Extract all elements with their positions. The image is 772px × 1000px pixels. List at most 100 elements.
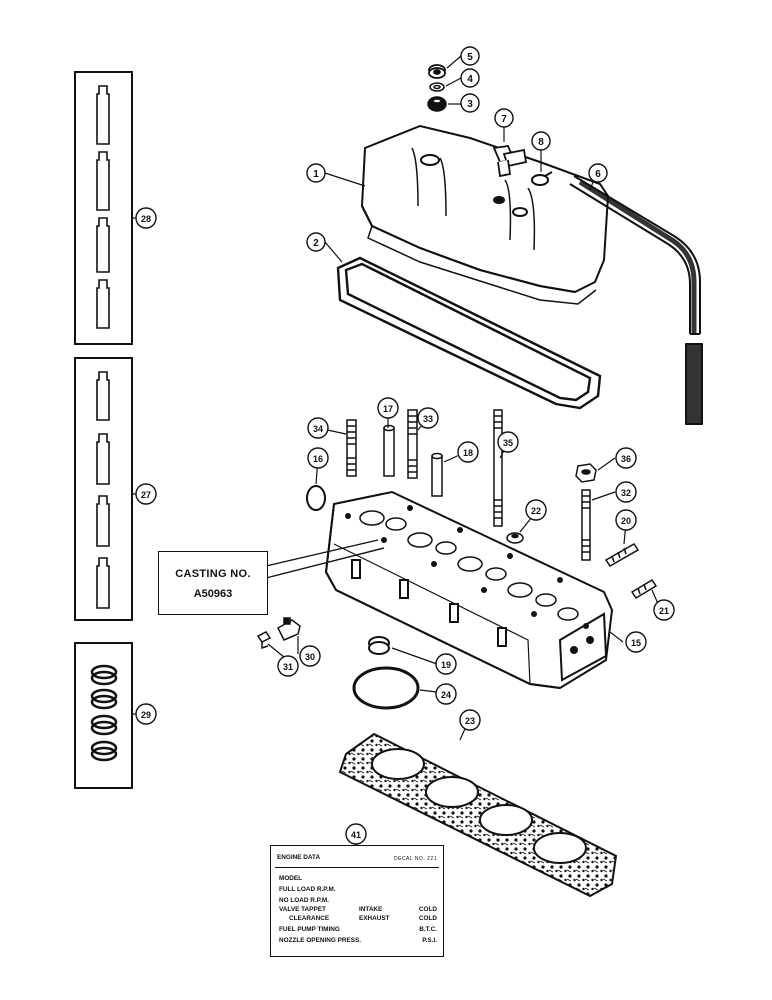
decal-row-label: NO LOAD R.P.M. bbox=[279, 897, 329, 904]
svg-text:19: 19 bbox=[441, 660, 451, 670]
svg-text:16: 16 bbox=[313, 454, 323, 464]
svg-text:7: 7 bbox=[501, 114, 507, 125]
cylinder-head-15 bbox=[324, 490, 614, 690]
decal-row: VALVE TAPPET INTAKE COLD bbox=[279, 906, 437, 917]
callout-35: 35 bbox=[497, 431, 519, 453]
svg-text:2: 2 bbox=[313, 238, 319, 249]
o-ring-24 bbox=[352, 666, 420, 710]
svg-text:17: 17 bbox=[383, 404, 393, 414]
callout-6: 6 bbox=[588, 163, 608, 183]
svg-text:24: 24 bbox=[441, 690, 451, 700]
svg-text:15: 15 bbox=[631, 638, 641, 648]
callout-34: 34 bbox=[307, 417, 329, 439]
callout-5: 5 bbox=[460, 46, 480, 66]
nut-22 bbox=[506, 532, 524, 544]
dowel-18 bbox=[431, 452, 443, 497]
callout-16: 16 bbox=[307, 447, 329, 469]
decal-row-label: MODEL bbox=[279, 875, 303, 882]
callout-20: 20 bbox=[615, 509, 637, 531]
svg-text:6: 6 bbox=[595, 169, 601, 180]
box-28-valve-guides bbox=[74, 71, 133, 345]
seal-ring-19 bbox=[368, 636, 390, 655]
callout-24: 24 bbox=[435, 683, 457, 705]
svg-text:18: 18 bbox=[463, 448, 473, 458]
callout-4: 4 bbox=[460, 68, 480, 88]
decal-row: FULL LOAD R.P.M. bbox=[279, 886, 437, 897]
callout-15: 15 bbox=[625, 631, 647, 653]
svg-text:4: 4 bbox=[467, 74, 473, 85]
callout-2: 2 bbox=[306, 232, 326, 252]
decal-row-sub: INTAKE bbox=[359, 906, 383, 913]
callout-21: 21 bbox=[653, 599, 675, 621]
stud-32 bbox=[581, 489, 591, 561]
svg-text:22: 22 bbox=[531, 506, 541, 516]
rocker-arm-cover bbox=[360, 124, 610, 305]
rocker-cover-gasket-2 bbox=[336, 256, 602, 410]
svg-text:31: 31 bbox=[283, 662, 293, 672]
callout-22: 22 bbox=[525, 499, 547, 521]
decal-row: NOZZLE OPENING PRESS. P.S.I. bbox=[279, 937, 437, 948]
svg-text:33: 33 bbox=[423, 414, 433, 424]
plug-31 bbox=[256, 631, 272, 650]
engine-data-decal: ENGINE DATA DECAL NO. 221 MODEL FULL LOA… bbox=[270, 845, 444, 957]
casting-number: A50963 bbox=[193, 588, 233, 600]
callout-27: 27 bbox=[135, 483, 157, 505]
callout-18: 18 bbox=[457, 441, 479, 463]
head-gasket-23 bbox=[338, 732, 618, 898]
grommet-3 bbox=[427, 96, 447, 112]
svg-text:21: 21 bbox=[659, 606, 669, 616]
svg-text:34: 34 bbox=[313, 424, 323, 434]
breather-tube-6 bbox=[569, 175, 703, 425]
decal-row: MODEL bbox=[279, 875, 437, 886]
callout-8: 8 bbox=[531, 131, 551, 151]
svg-text:41: 41 bbox=[351, 830, 361, 840]
dowel-17 bbox=[383, 424, 395, 477]
svg-text:3: 3 bbox=[467, 99, 473, 110]
svg-text:1: 1 bbox=[313, 169, 319, 180]
casting-leaders bbox=[265, 539, 385, 579]
callout-41: 41 bbox=[345, 823, 367, 845]
svg-text:35: 35 bbox=[503, 438, 513, 448]
decal-row-value: P.S.I. bbox=[422, 937, 437, 944]
svg-text:5: 5 bbox=[467, 52, 473, 63]
svg-text:29: 29 bbox=[141, 710, 151, 720]
stud-21 bbox=[630, 578, 658, 600]
decal-row: CLEARANCE EXHAUST COLD bbox=[279, 915, 437, 926]
decal-row-value: COLD bbox=[418, 906, 437, 913]
callout-31: 31 bbox=[277, 655, 299, 677]
o-ring-16 bbox=[306, 485, 326, 511]
callout-23: 23 bbox=[459, 709, 481, 731]
decal-row-label: VALVE TAPPET bbox=[279, 906, 326, 913]
decal-row-label: CLEARANCE bbox=[289, 915, 330, 922]
decal-row-label: FULL LOAD R.P.M. bbox=[279, 886, 336, 893]
callout-3: 3 bbox=[460, 93, 480, 113]
decal-title: ENGINE DATA bbox=[277, 854, 321, 861]
svg-text:30: 30 bbox=[305, 652, 315, 662]
svg-text:23: 23 bbox=[465, 716, 475, 726]
callout-30: 30 bbox=[299, 645, 321, 667]
callout-19: 19 bbox=[435, 653, 457, 675]
svg-text:32: 32 bbox=[621, 488, 631, 498]
svg-text:8: 8 bbox=[538, 137, 544, 148]
nut-36 bbox=[575, 463, 597, 483]
callout-28: 28 bbox=[135, 207, 157, 229]
stud-20 bbox=[604, 543, 640, 567]
decal-row-label: FUEL PUMP TIMING bbox=[279, 926, 340, 933]
callout-17: 17 bbox=[377, 397, 399, 419]
callout-33: 33 bbox=[417, 407, 439, 429]
box-27-valve-guides bbox=[74, 357, 133, 621]
callout-32: 32 bbox=[615, 481, 637, 503]
callout-7: 7 bbox=[494, 108, 514, 128]
hose-clamp-8 bbox=[531, 171, 553, 186]
callouts: 5 4 3 7 8 1 6 2 28 27 29 34 17 33 18 35 … bbox=[135, 46, 675, 845]
breather-tee-7 bbox=[492, 145, 528, 178]
casting-number-box: CASTING NO. A50963 bbox=[158, 551, 268, 615]
decal-divider bbox=[275, 867, 439, 868]
decal-row-value: B.T.C. bbox=[419, 926, 437, 933]
stud-34 bbox=[346, 419, 357, 477]
washer-4 bbox=[429, 82, 445, 92]
box-29-valve-seat-inserts bbox=[74, 642, 133, 789]
svg-text:20: 20 bbox=[621, 516, 631, 526]
decal-row-label: NOZZLE OPENING PRESS. bbox=[279, 937, 362, 944]
svg-text:27: 27 bbox=[141, 490, 151, 500]
